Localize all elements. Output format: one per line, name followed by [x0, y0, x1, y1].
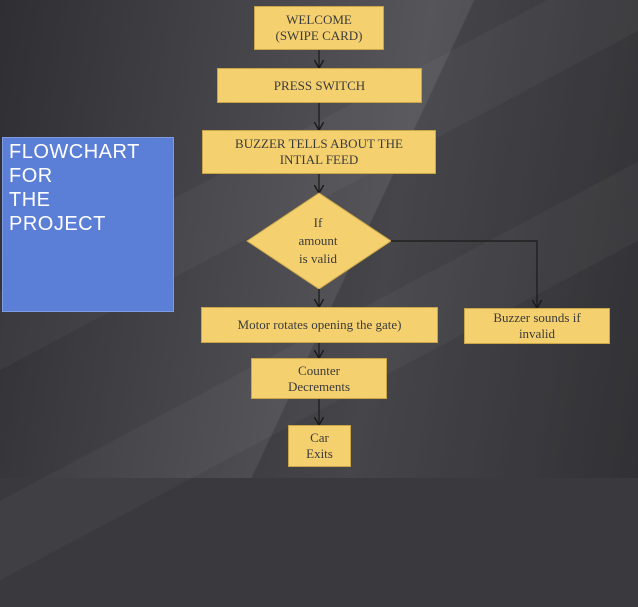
node-text: Motor rotates opening the gate): [237, 317, 402, 332]
node-press-switch: PRESS SWITCH: [217, 68, 422, 103]
node-text: Decrements: [287, 378, 351, 394]
arrow-decision-to-invalid: [391, 240, 537, 307]
node-text: INTIAL FEED: [279, 152, 359, 167]
title-line: FOR: [9, 165, 53, 187]
node-text: Buzzer sounds if: [493, 310, 581, 325]
node-text: Car: [310, 430, 329, 445]
node-text: Exits: [306, 446, 333, 461]
node-text: Counter: [298, 362, 340, 378]
flow-connectors: [246, 50, 638, 478]
node-counter: Counter Decrements: [251, 358, 387, 399]
node-motor: Motor rotates opening the gate): [201, 307, 438, 343]
node-text: invalid: [518, 326, 556, 341]
node-welcome: WELCOME (SWIPE CARD): [254, 6, 384, 50]
title-line: FLOWCHART: [9, 141, 140, 163]
node-text: If: [313, 215, 323, 230]
node-text: WELCOME: [286, 12, 352, 27]
node-buzzer-feed: BUZZER TELLS ABOUT THE INTIAL FEED: [202, 130, 436, 174]
flowchart-title-panel: FLOWCHART FOR THE PROJECT: [2, 137, 174, 312]
decision-label: If amount is valid: [268, 214, 368, 268]
title-line: PROJECT: [9, 213, 106, 235]
node-text: BUZZER TELLS ABOUT THE: [235, 136, 403, 151]
node-text: PRESS SWITCH: [273, 77, 366, 93]
node-text: is valid: [299, 251, 337, 266]
node-text: (SWIPE CARD): [275, 28, 363, 43]
node-text: amount: [298, 233, 338, 248]
node-buzzer-invalid: Buzzer sounds if invalid: [464, 308, 610, 344]
node-car-exits: Car Exits: [288, 425, 351, 467]
title-line: THE: [9, 189, 51, 211]
